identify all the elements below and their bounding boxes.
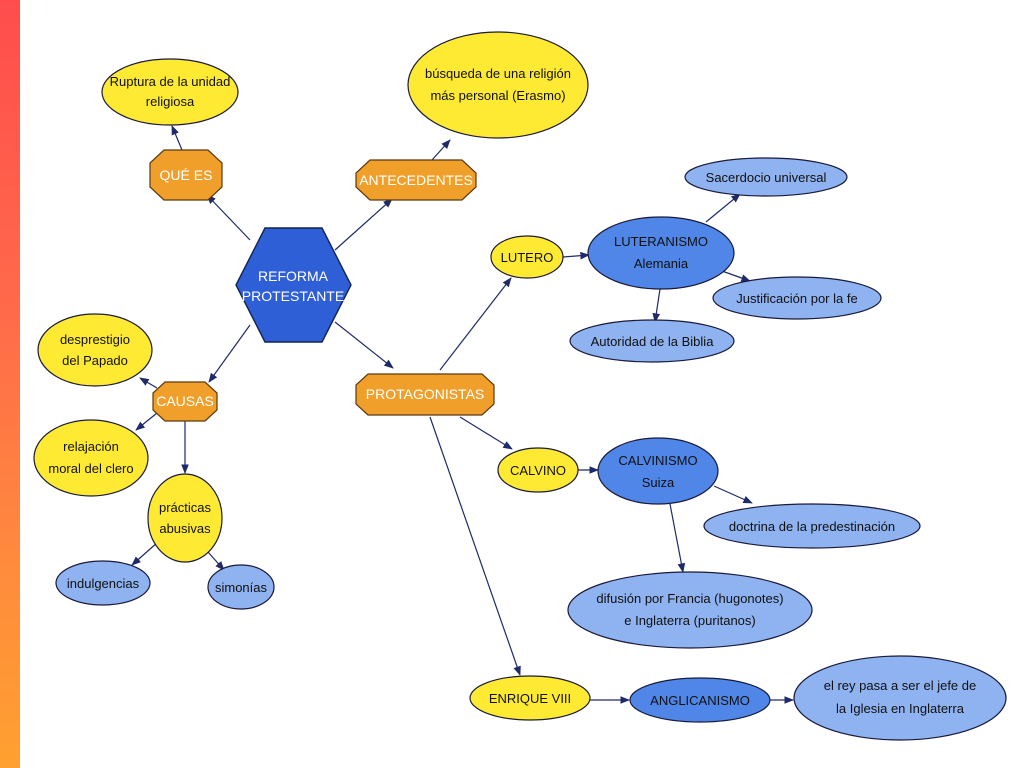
ruptura-line-1: Ruptura de la unidad xyxy=(110,74,231,89)
edge-luteranismo-justificacion xyxy=(721,270,751,282)
edge-causas-relajacion xyxy=(135,412,158,431)
edge-protagonistas-lutero xyxy=(439,277,512,371)
lutero-label: LUTERO xyxy=(501,250,554,265)
calvinismo-line-1: CALVINISMO xyxy=(618,453,697,468)
edge-reforma-quees xyxy=(206,194,251,241)
svg-text:difusión por Francia (hugonote: difusión por Francia (hugonotes) e Inglat… xyxy=(596,591,783,628)
anglicanismo-label: ANGLICANISMO xyxy=(650,693,750,708)
desprestigio-line-1: desprestigio xyxy=(60,332,130,347)
que-es-node[interactable]: QUÉ ES xyxy=(149,149,223,201)
causas-label: CAUSAS xyxy=(156,393,214,409)
side-accent-bar xyxy=(0,0,20,768)
difusion-line-1: difusión por Francia (hugonotes) xyxy=(596,591,783,606)
luteranismo-node[interactable]: LUTERANISMO Alemania xyxy=(587,216,735,290)
edge-reforma-antecedentes xyxy=(334,198,393,251)
simonias-node[interactable]: simonías xyxy=(207,564,275,610)
edges xyxy=(131,125,794,704)
relajacion-line-1: relajación xyxy=(63,439,119,454)
causas-node[interactable]: CAUSAS xyxy=(152,381,218,422)
protagonistas-label: PROTAGONISTAS xyxy=(366,386,485,402)
justificacion-node[interactable]: Justificación por la fe xyxy=(712,276,882,320)
central-topic-node[interactable]: REFORMA PROTESTANTE xyxy=(235,227,352,343)
que-es-label: QUÉ ES xyxy=(160,167,213,183)
edge-luteranismo-sacerdocio xyxy=(705,193,741,223)
edge-practicas-indulgencias xyxy=(131,541,159,566)
calvino-label: CALVINO xyxy=(510,463,566,478)
difusion-line-2: e Inglaterra (puritanos) xyxy=(624,613,756,628)
indulgencias-label: indulgencias xyxy=(67,576,140,591)
antecedentes-node[interactable]: ANTECEDENTES xyxy=(355,159,477,201)
calvino-node[interactable]: CALVINO xyxy=(497,447,579,493)
edge-protagonistas-enrique xyxy=(429,416,521,676)
autoridad-node[interactable]: Autoridad de la Biblia xyxy=(569,319,735,363)
autoridad-label: Autoridad de la Biblia xyxy=(591,334,715,349)
relajacion-node[interactable]: relajación moral del clero xyxy=(33,419,149,497)
desprestigio-line-2: del Papado xyxy=(62,353,128,368)
edge-antecedentes-busqueda xyxy=(431,139,451,161)
predestinacion-node[interactable]: doctrina de la predestinación xyxy=(703,503,921,549)
relajacion-line-2: moral del clero xyxy=(48,461,133,476)
busqueda-line-1: búsqueda de una religión xyxy=(425,66,571,81)
edge-luteranismo-autoridad xyxy=(652,288,661,323)
edge-reforma-protagonistas xyxy=(334,321,394,369)
practicas-line-1: prácticas xyxy=(159,500,212,515)
predestinacion-label: doctrina de la predestinación xyxy=(729,519,895,534)
practicas-line-2: abusivas xyxy=(159,521,211,536)
luteranismo-line-1: LUTERANISMO xyxy=(614,234,708,249)
justificacion-label: Justificación por la fe xyxy=(736,291,857,306)
edge-quees-ruptura xyxy=(171,125,183,151)
practicas-node[interactable]: prácticas abusivas xyxy=(147,473,223,563)
sacerdocio-label: Sacerdocio universal xyxy=(706,170,827,185)
edge-reforma-causas xyxy=(208,324,251,383)
enrique-label: ENRIQUE VIII xyxy=(489,691,571,706)
edge-lutero-luteranismo xyxy=(562,251,590,260)
central-topic-line-2: PROTESTANTE xyxy=(242,288,344,304)
edge-practicas-simonias xyxy=(207,551,225,571)
ruptura-node[interactable]: Ruptura de la unidad religiosa xyxy=(101,58,239,126)
sacerdocio-node[interactable]: Sacerdocio universal xyxy=(684,157,848,197)
protagonistas-node[interactable]: PROTAGONISTAS xyxy=(355,373,495,416)
anglicanismo-node[interactable]: ANGLICANISMO xyxy=(629,677,771,723)
difusion-node[interactable]: difusión por Francia (hugonotes) e Inglat… xyxy=(567,571,813,649)
luteranismo-line-2: Alemania xyxy=(634,256,689,271)
busqueda-line-2: más personal (Erasmo) xyxy=(430,88,565,103)
calvinismo-line-2: Suiza xyxy=(642,475,675,490)
simonias-label: simonías xyxy=(215,580,268,595)
central-topic-line-1: REFORMA xyxy=(258,268,329,284)
edge-calvinismo-difusion xyxy=(669,503,686,573)
ruptura-line-2: religiosa xyxy=(146,94,195,109)
edge-protagonistas-calvino xyxy=(459,416,513,450)
indulgencias-node[interactable]: indulgencias xyxy=(55,560,151,606)
rey-node[interactable]: el rey pasa a ser el jefe de la Iglesia e… xyxy=(793,655,1007,741)
edge-calvinismo-predestinacion xyxy=(713,485,753,504)
busqueda-node[interactable]: búsqueda de una religión más personal (Er… xyxy=(407,31,589,139)
rey-line-1: el rey pasa a ser el jefe de xyxy=(824,678,976,693)
lutero-node[interactable]: LUTERO xyxy=(490,235,564,279)
rey-line-2: la Iglesia en Inglaterra xyxy=(836,701,965,716)
antecedentes-label: ANTECEDENTES xyxy=(359,172,473,188)
edge-causas-desprestigio xyxy=(139,377,158,389)
calvinismo-node[interactable]: CALVINISMO Suiza xyxy=(597,437,719,505)
enrique-node[interactable]: ENRIQUE VIII xyxy=(469,675,591,721)
desprestigio-node[interactable]: desprestigio del Papado xyxy=(37,313,153,387)
